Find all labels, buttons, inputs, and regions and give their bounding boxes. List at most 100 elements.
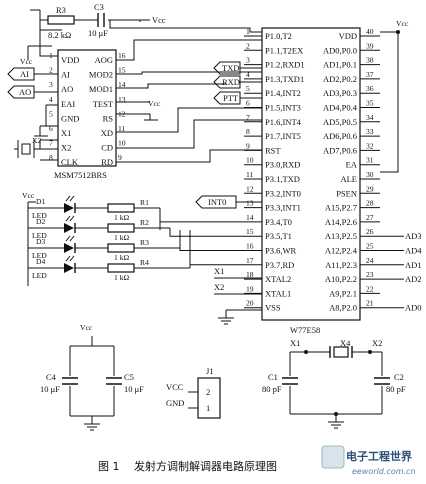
led-resistor-value: 1 kΩ bbox=[114, 233, 129, 242]
mcu-pin-num-26: 26 bbox=[366, 227, 374, 236]
xtal-x4-label: X4 bbox=[340, 338, 351, 348]
mcu-pin-num-28: 28 bbox=[366, 199, 374, 208]
xtal-junction-right bbox=[368, 350, 372, 354]
mcu-pin-num-16: 16 bbox=[246, 242, 254, 251]
j1-pin2: 2 bbox=[206, 387, 210, 397]
c3-value: 10 μF bbox=[88, 28, 108, 38]
led-type: LED bbox=[32, 271, 47, 280]
modem-pin-label-7: X2 bbox=[61, 143, 71, 153]
signal-ports: TXD RXD PTT INT0 bbox=[195, 61, 262, 209]
c1-value: 80 pF bbox=[262, 384, 282, 394]
c4-label: C4 bbox=[46, 372, 57, 382]
mcu-pin-label-3: P1.2,RXD1 bbox=[265, 60, 305, 70]
mcu-pin-label-19: XTAL1 bbox=[265, 288, 291, 298]
mcu-pin-num-4: 4 bbox=[246, 70, 250, 79]
mcu-pin-num-34: 34 bbox=[366, 113, 374, 122]
mcu-pin-label-6: P1.5,INT3 bbox=[265, 103, 301, 113]
led-to-mcu-wire bbox=[159, 208, 244, 223]
mcu-pin-label-11: P3.1,TXD bbox=[265, 174, 300, 184]
led-resistor-value: 1 kΩ bbox=[114, 253, 129, 262]
mcu-pin-num-5: 5 bbox=[246, 84, 250, 93]
modem-pin-label-9: RD bbox=[101, 157, 113, 167]
figure-caption: 图 1 发射方调制解调器电路原理图 bbox=[98, 459, 277, 473]
modem-pin-label-10: CD bbox=[101, 143, 113, 153]
led-designator: D2 bbox=[36, 217, 45, 226]
mcu-pin-label-27: A14,P2.6 bbox=[325, 217, 357, 227]
mcu-pin-num-35: 35 bbox=[366, 99, 374, 108]
addr-label-AD1: AD1 bbox=[405, 260, 422, 270]
addr-label-AD2: AD2 bbox=[405, 274, 422, 284]
c5-value: 10 μF bbox=[124, 384, 144, 394]
mcu-vcc-label: Vcc bbox=[396, 19, 409, 28]
c4-capacitor bbox=[62, 377, 78, 385]
mcu-pin-num-24: 24 bbox=[366, 256, 374, 265]
mcu-pin-label-25: A12,P2.4 bbox=[325, 246, 358, 256]
modem-pin-num-16: 16 bbox=[118, 51, 126, 60]
vcc-junction bbox=[396, 30, 400, 34]
int0-label: INT0 bbox=[208, 197, 226, 207]
mcu-pin-num-15: 15 bbox=[246, 227, 254, 236]
rxd-label: RXD bbox=[222, 77, 240, 87]
j1-pin1: 1 bbox=[206, 403, 210, 413]
modem-chip-name: MSM7512BRS bbox=[54, 170, 107, 180]
mcu-pin-num-8: 8 bbox=[246, 127, 250, 136]
watermark-url: eeworld.com.cn bbox=[352, 467, 416, 476]
mcu-pin-num-1: 1 bbox=[246, 27, 250, 36]
r3-value: 8.2 kΩ bbox=[48, 30, 71, 40]
led-to-mcu-wire bbox=[189, 264, 244, 268]
mcu-pin-num-39: 39 bbox=[366, 41, 374, 50]
mcu-pin-num-31: 31 bbox=[366, 156, 374, 165]
c4-value: 10 μF bbox=[40, 384, 60, 394]
mcu-pin-num-17: 17 bbox=[246, 256, 254, 265]
modem-pin-num-7: 7 bbox=[49, 139, 53, 148]
led-light-arrows-icon bbox=[65, 235, 75, 242]
mcu-pin-label-18: XTAL2 bbox=[265, 274, 291, 284]
mcu-pin-num-23: 23 bbox=[366, 270, 374, 279]
c3-label: C3 bbox=[94, 2, 104, 12]
led-to-mcu-wire bbox=[179, 248, 244, 251]
mcu-pin-num-22: 22 bbox=[366, 284, 374, 293]
j1-body bbox=[197, 377, 221, 419]
mcu-pin-label-29: PSEN bbox=[336, 188, 357, 198]
modem-vcc-right: Vcc bbox=[148, 99, 161, 108]
mcu-pin-num-7: 7 bbox=[246, 113, 250, 122]
led-resistor-label: R2 bbox=[140, 218, 149, 227]
mcu-pin-label-21: A8,P2.0 bbox=[329, 303, 357, 313]
mcu-pin-num-9: 9 bbox=[246, 141, 250, 150]
mcu-pin-label-32: AD7,P0.6 bbox=[323, 145, 357, 155]
modem-pin-num-11: 11 bbox=[118, 124, 126, 133]
modem-pin-label-6: X1 bbox=[61, 128, 71, 138]
modem-pin-num-8: 8 bbox=[49, 153, 53, 162]
mcu-pin-label-22: A9,P2.1 bbox=[329, 288, 357, 298]
modem-pin-label-15: MOD2 bbox=[89, 70, 113, 80]
mcu-pin-label-12: P3.2,INT0 bbox=[265, 188, 301, 198]
modem-pin-num-13: 13 bbox=[118, 95, 126, 104]
mcu-pin-num-37: 37 bbox=[366, 70, 374, 79]
watermark: 电子工程世界 eeworld.com.cn bbox=[321, 445, 416, 476]
modem-pin-num-15: 15 bbox=[118, 66, 126, 75]
decoupling-caps: Vcc C4 10 μF C5 10 μF bbox=[40, 323, 144, 431]
xtal-x2-label: X2 bbox=[372, 338, 382, 348]
modem-pin-num-2: 2 bbox=[49, 66, 53, 75]
modem-pin-label-4: EAI bbox=[61, 99, 75, 109]
txd-label: TXD bbox=[222, 63, 239, 73]
led-vcc-label: Vcc bbox=[22, 191, 35, 200]
led-resistor-label: R3 bbox=[140, 238, 149, 247]
top-rc-network: R3 8.2 kΩ C3 10 μF Vcc bbox=[27, 2, 262, 60]
watermark-logo-icon bbox=[321, 445, 345, 469]
crystal-x4 bbox=[333, 346, 349, 358]
mcu-right-pins: 40VDD39AD0,P0.038AD1,P0.137AD2,P0.236AD3… bbox=[323, 27, 380, 313]
mcu-pin-label-36: AD3,P0.3 bbox=[323, 88, 357, 98]
modem-pin-num-5: 5 bbox=[49, 109, 53, 118]
c2-capacitor bbox=[374, 377, 390, 385]
bottom-vcc-label: Vcc bbox=[80, 323, 93, 332]
mcu-x2-label: X2 bbox=[214, 282, 224, 292]
mcu-pin-num-3: 3 bbox=[246, 56, 250, 65]
mcu-crystal-network: X1 X4 X2 C1 80 pF C2 80 pF bbox=[262, 338, 406, 429]
led-resistor-label: R4 bbox=[140, 258, 149, 267]
led-light-arrows-icon bbox=[65, 255, 75, 262]
j1-label: J1 bbox=[206, 366, 214, 376]
